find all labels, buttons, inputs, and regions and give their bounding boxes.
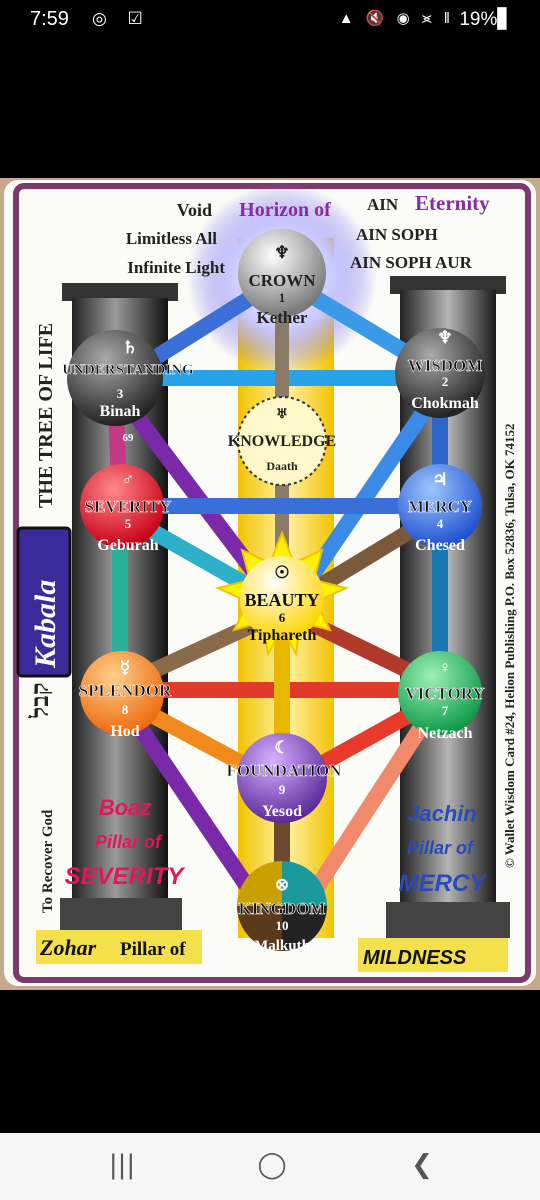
kabala-badge: Kabala <box>16 526 72 678</box>
symbol-knowledge: ♅ <box>276 406 288 421</box>
jachin-pillar-of: Pillar of <box>407 838 475 858</box>
label-crown: CROWN <box>248 271 316 290</box>
hebrew-severity: Geburah <box>97 537 158 554</box>
top-right-ain-soph-aur: AIN SOPH AUR <box>350 253 473 272</box>
num-understanding: 3 <box>117 386 124 401</box>
boaz-pillar-of: Pillar of <box>95 832 163 852</box>
horizon-of-label: Horizon of <box>239 199 331 221</box>
hebrew-splendor: Hod <box>110 723 139 740</box>
label-foundation: FOUNDATION <box>227 761 343 780</box>
home-button[interactable]: ◯ <box>257 1150 287 1180</box>
to-recover-god: To Recover God <box>40 809 56 913</box>
recents-button[interactable]: ||| <box>108 1150 136 1180</box>
sphere-wisdom <box>395 328 485 418</box>
daath-circle <box>237 396 327 486</box>
num-foundation: 9 <box>279 782 286 797</box>
back-button[interactable]: ❮ <box>411 1150 433 1180</box>
num-kingdom: 10 <box>276 918 289 933</box>
bottom-banner: Zohar Pillar of MILDNESS <box>36 930 508 972</box>
hebrew-kingdom: Malkuth <box>254 938 311 954</box>
hebrew-wisdom: Chokmah <box>411 395 479 412</box>
symbol-splendor: ☿ <box>120 658 130 677</box>
label-severity: SEVERITY <box>85 497 172 516</box>
sphere-foundation <box>237 733 327 823</box>
num-splendor: 8 <box>122 702 129 717</box>
symbol-kingdom: ⊗ <box>275 875 289 894</box>
battery-indicator: 19%▋ <box>459 9 512 30</box>
top-right-ain: AIN <box>367 195 399 214</box>
kabala-label: Kabala <box>29 580 62 669</box>
publisher-text: © Wallet Wisdom Card #24, Helion Publish… <box>502 424 517 868</box>
sphere-crown <box>238 229 326 317</box>
label-understanding: UNDERSTANDING <box>62 362 194 378</box>
num-crown: 1 <box>279 290 286 305</box>
notification-icons: ◎ ☑ <box>92 9 151 28</box>
sphere-splendor <box>80 651 164 735</box>
sphere-kingdom <box>237 861 327 951</box>
eternity-label: Eternity <box>415 191 490 215</box>
zohar-label: Zohar <box>39 935 97 960</box>
sphere-beauty <box>240 556 324 640</box>
hebrew-crown: Kether <box>257 308 308 327</box>
hebrew-foundation: Yesod <box>262 803 302 820</box>
hebrew-beauty: Tiphareth <box>248 627 317 644</box>
symbol-understanding: ♄ <box>122 338 137 357</box>
boaz-label: Boaz <box>99 795 152 820</box>
symbol-severity: ♂ <box>122 470 135 489</box>
label-splendor: SPLENDOR <box>79 681 172 700</box>
symbol-victory: ♀ <box>439 658 452 677</box>
symbol-foundation: ☾ <box>274 738 289 757</box>
top-left-void: Void <box>177 200 212 220</box>
sphere-understanding <box>67 330 163 426</box>
status-time: 7:59 <box>30 8 69 30</box>
top-left-limitless: Limitless All <box>126 229 217 248</box>
num-severity: 5 <box>125 516 132 531</box>
symbol-wisdom: ♆ <box>437 328 452 347</box>
sphere-severity <box>80 464 164 548</box>
hebrew-knowledge: Daath <box>266 459 298 473</box>
label-wisdom: WISDOM <box>408 356 483 375</box>
sphere-mercy <box>398 464 482 548</box>
hebrew-mercy: Chesed <box>415 537 465 554</box>
system-nav-bar: ||| ◯ ❮ <box>0 1133 540 1200</box>
system-status-icons: ▲ 🔇 ◉ ⪤ ‖ <box>338 10 454 27</box>
jachin-mercy: MERCY <box>399 870 488 897</box>
sphere-victory <box>398 651 482 735</box>
label-knowledge: KNOWLEDGE <box>228 433 336 450</box>
label-victory: VICTORY <box>405 684 484 703</box>
label-mercy: MERCY <box>408 497 472 516</box>
symbol-beauty: ☉ <box>274 563 289 582</box>
label-kingdom: KINGDOM <box>239 899 326 918</box>
num-wisdom: 2 <box>442 374 449 389</box>
num-mercy: 4 <box>437 516 444 531</box>
vertical-title: THE TREE OF LIFE <box>35 323 57 508</box>
hebrew-understanding: Binah <box>100 403 141 420</box>
symbol-crown: ♆ <box>274 243 289 262</box>
hebrew-kbl: קבל <box>25 682 54 719</box>
num-victory: 7 <box>442 703 449 718</box>
pillar-of-label: Pillar of <box>120 939 186 960</box>
boaz-severity: SEVERITY <box>65 863 186 890</box>
num-beauty: 6 <box>279 610 286 625</box>
hebrew-victory: Netzach <box>417 725 472 742</box>
top-right-ain-soph: AIN SOPH <box>356 225 438 244</box>
top-left-infinite: Infinite Light <box>127 258 225 277</box>
jachin-label: Jachin <box>407 801 477 826</box>
path-69-label: 69 <box>123 432 135 444</box>
tree-of-life-card: ♆ CROWN 1 Kether ♆ WISDOM 2 Chokmah ♄ UN… <box>0 178 540 990</box>
photo-viewer-image[interactable]: ♆ CROWN 1 Kether ♆ WISDOM 2 Chokmah ♄ UN… <box>0 178 540 990</box>
label-beauty: BEAUTY <box>244 590 319 610</box>
mildness-label: MILDNESS <box>363 947 467 969</box>
symbol-mercy: ♃ <box>432 470 447 489</box>
status-bar: 7:59 ◎ ☑ ▲ 🔇 ◉ ⪤ ‖ 19%▋ <box>0 0 540 40</box>
